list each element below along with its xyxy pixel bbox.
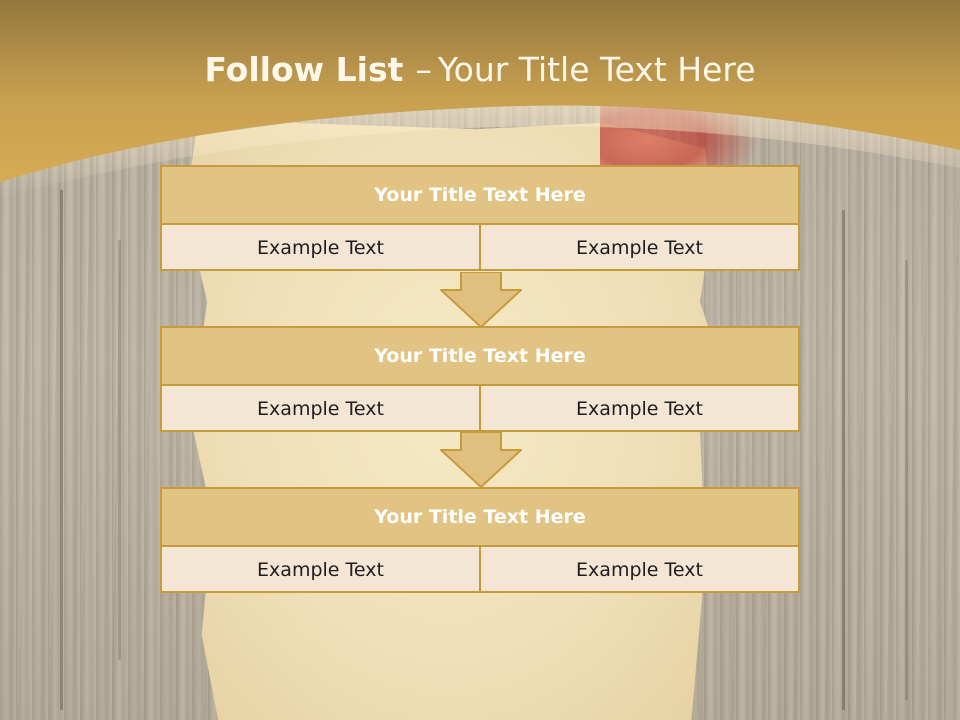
wood-grain — [842, 210, 845, 710]
wood-grain — [118, 240, 121, 660]
step-row: Example Text Example Text — [162, 547, 798, 593]
step-cell-left: Example Text — [257, 559, 384, 581]
step-cell-left: Example Text — [257, 398, 384, 420]
slide-title: Follow List–Your Title Text Here — [0, 50, 960, 89]
step-title: Your Title Text Here — [162, 328, 798, 386]
title-rest: Your Title Text Here — [437, 50, 756, 89]
down-arrow-icon — [440, 432, 522, 488]
step-cell-right: Example Text — [479, 386, 798, 432]
step-title: Your Title Text Here — [162, 167, 798, 225]
step-row: Example Text Example Text — [162, 386, 798, 432]
step-title: Your Title Text Here — [162, 489, 798, 547]
title-dash: – — [415, 50, 432, 89]
title-bold: Follow List — [204, 50, 404, 89]
step-cell-right: Example Text — [479, 225, 798, 271]
step-box-3: Your Title Text Here Example Text Exampl… — [160, 487, 800, 593]
step-box-2: Your Title Text Here Example Text Exampl… — [160, 326, 800, 432]
step-cell-right: Example Text — [479, 547, 798, 593]
down-arrow-icon — [440, 272, 522, 328]
wood-grain — [905, 260, 908, 700]
wood-grain — [60, 190, 63, 710]
step-cell-left: Example Text — [257, 237, 384, 259]
step-box-1: Your Title Text Here Example Text Exampl… — [160, 165, 800, 271]
step-row: Example Text Example Text — [162, 225, 798, 271]
